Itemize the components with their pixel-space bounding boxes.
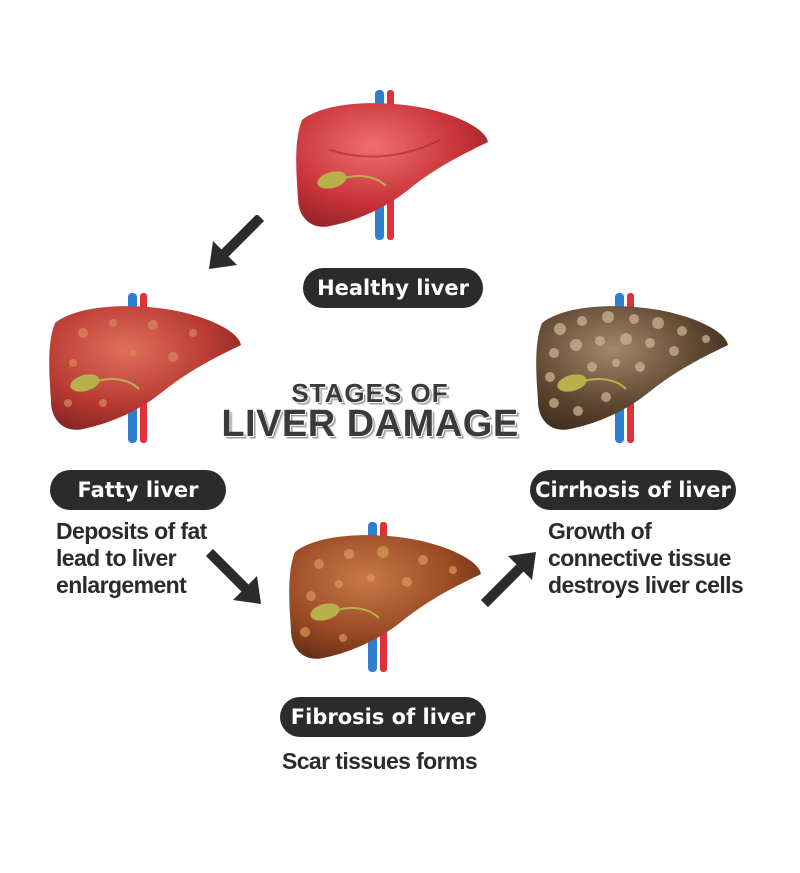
arrow-icon [209, 215, 265, 269]
diagram-title-line1: STAGES OF [291, 378, 449, 408]
arrow-icon [480, 552, 536, 608]
fatty-liver-description: Deposits of fat lead to liver enlargemen… [56, 518, 207, 598]
cirrhosis-liver-description: Growth of connective tissue destroys liv… [548, 518, 744, 598]
fibrosis-liver-description: Scar tissues forms [282, 748, 478, 774]
fibrosis-liver-illustration [289, 522, 481, 672]
fibrosis-liver-label: Fibrosis of liver [280, 697, 486, 737]
cirrhosis-liver-illustration [536, 293, 728, 443]
healthy-liver-illustration [296, 90, 488, 240]
fatty-liver-label: Fatty liver [50, 470, 226, 510]
healthy-liver-label: Healthy liver [303, 268, 483, 308]
diagram-title-line2: LIVER DAMAGE [221, 403, 519, 445]
cirrhosis-liver-label: Cirrhosis of liver [530, 470, 736, 510]
fatty-liver-illustration [49, 293, 241, 443]
arrow-icon [205, 548, 261, 604]
